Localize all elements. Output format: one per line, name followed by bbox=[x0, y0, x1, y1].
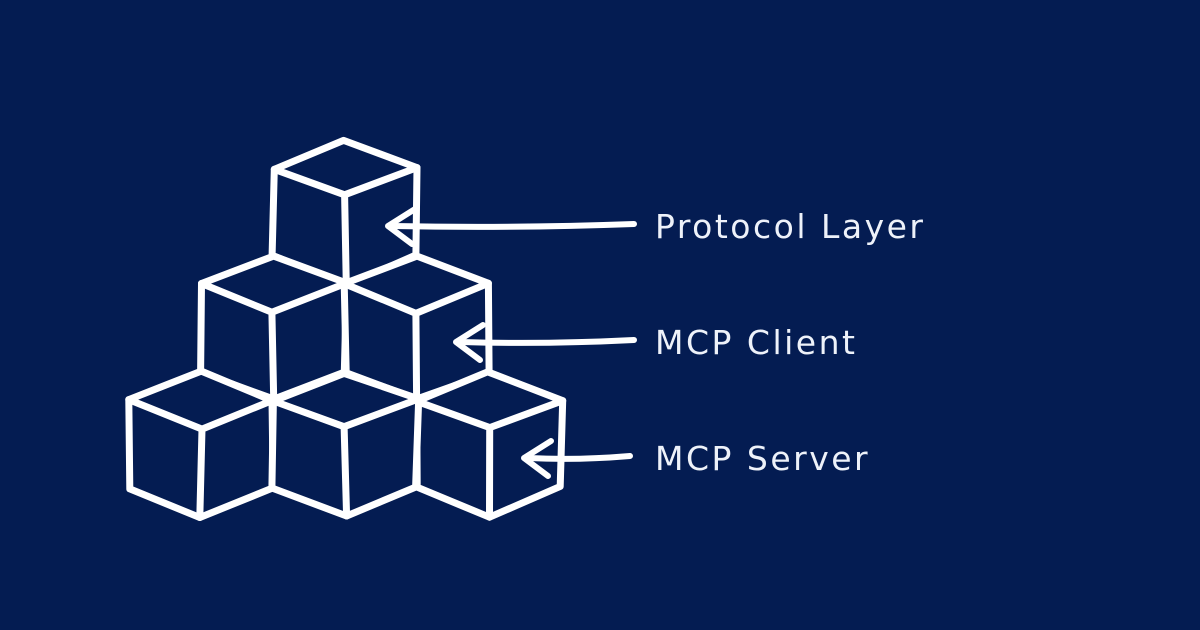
cube bbox=[268, 369, 423, 520]
arrow-protocol-layer bbox=[385, 206, 637, 247]
label-mcp-server: MCP Server bbox=[655, 439, 871, 478]
cube bbox=[125, 367, 277, 521]
arrow-mcp-client bbox=[453, 322, 637, 363]
label-mcp-client: MCP Client bbox=[655, 323, 858, 362]
cube bbox=[340, 252, 493, 403]
label-protocol-layer: Protocol Layer bbox=[655, 207, 926, 246]
arrow-mcp-server bbox=[521, 438, 633, 479]
